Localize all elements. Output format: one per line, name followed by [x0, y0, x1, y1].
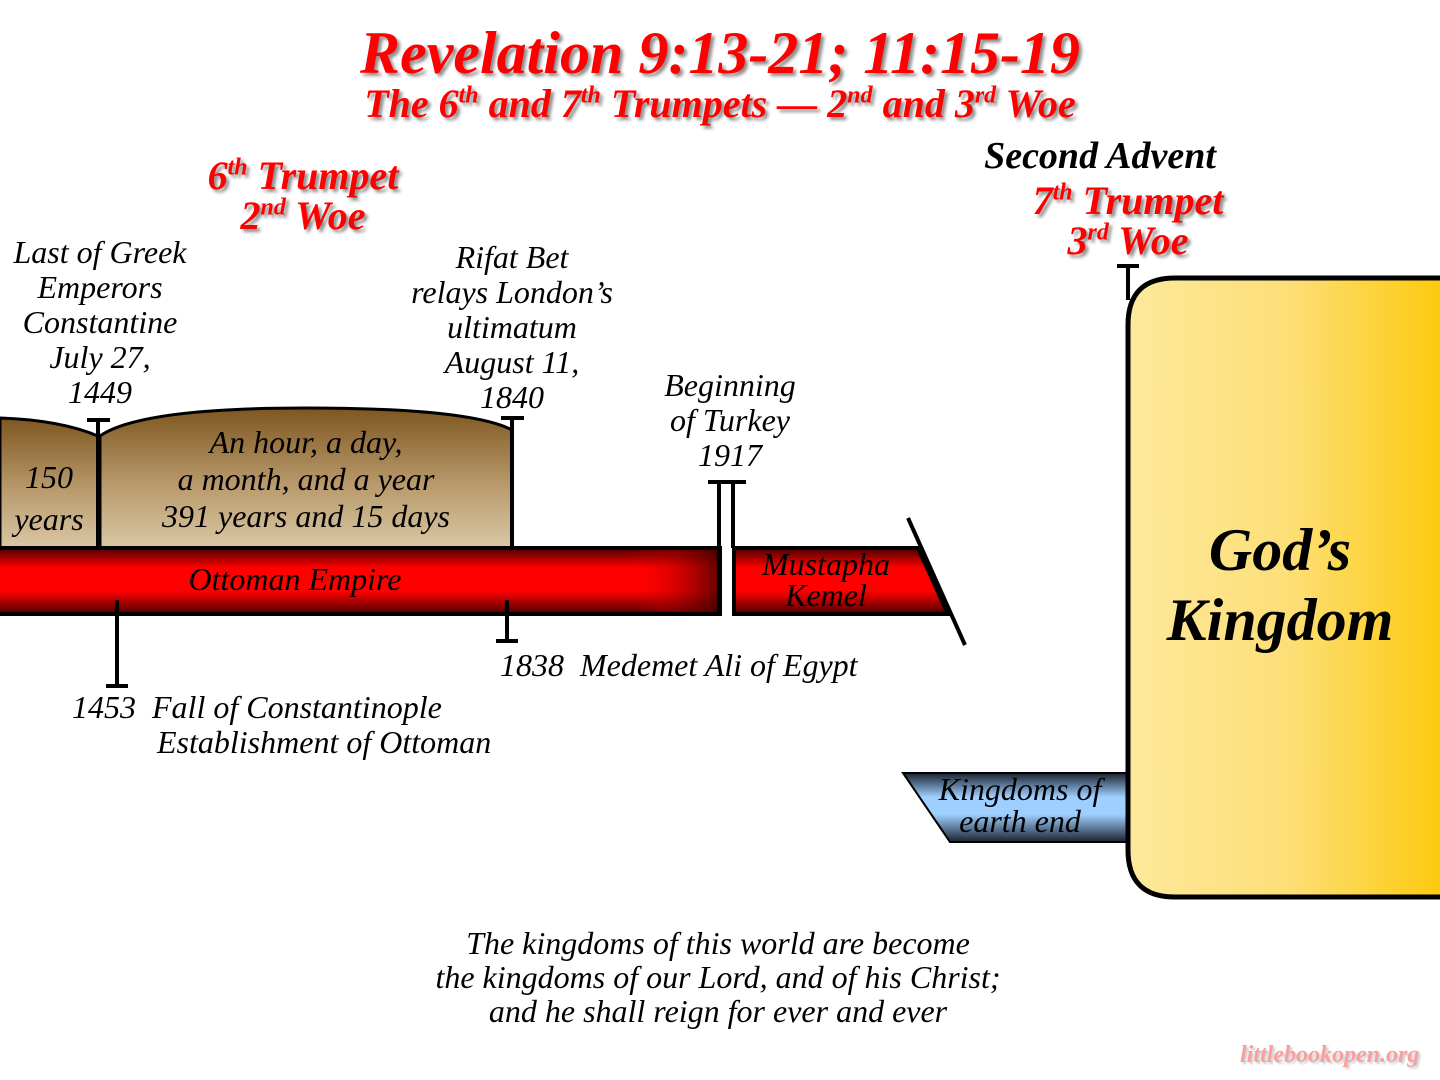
event-egypt: 1838 Medemet Ali of Egypt: [500, 647, 858, 683]
seventh-trumpet-label: 7th Trumpet 3rd Woe: [1032, 178, 1224, 263]
event-constantinople: 1453 Fall of Constantinople Establishmen…: [72, 689, 492, 760]
sixth-trumpet-label: 6th Trumpet 2nd Woe: [207, 153, 399, 238]
page-subtitle: The 6th and 7th Trumpets — 2nd and 3rd W…: [364, 81, 1076, 126]
ottoman-empire-label: Ottoman Empire: [188, 561, 402, 597]
gods-kingdom-box: [1125, 275, 1440, 900]
second-advent-label: Second Advent: [984, 135, 1216, 177]
kemel-bar: [732, 546, 952, 616]
page-title: Revelation 9:13-21; 11:15-19: [360, 20, 1080, 86]
watermark: littlebookopen.org: [1240, 1042, 1420, 1068]
period-391-years: [98, 406, 514, 550]
